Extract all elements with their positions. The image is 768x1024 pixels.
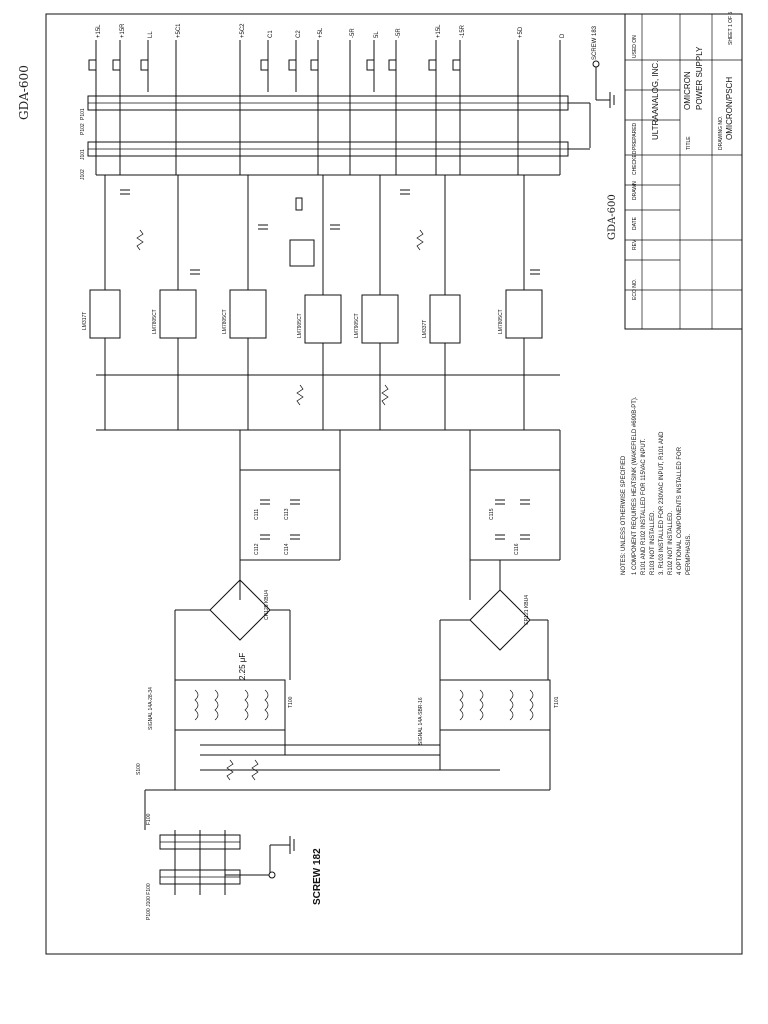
svg-text:GDA-600: GDA-600 <box>17 65 31 120</box>
company-name: ULTRAANALOG, INC. <box>651 61 660 140</box>
bridge-rectifier-2 <box>440 560 548 651</box>
p-label-4: J102 <box>80 169 86 180</box>
note-1: 1 COMPONENT REQUIRES HEATSINK (WAKEFIELD… <box>632 396 638 575</box>
regulator-4-label: LM7905CT <box>297 313 303 338</box>
switch-fuse: S100 F100 <box>136 759 259 825</box>
output-label-9: -5R <box>350 28 356 38</box>
drawing-number: OMICRON/PSCH <box>725 77 734 140</box>
regulator-6 <box>429 294 461 344</box>
regulator-5-label: LM7905CT <box>354 313 360 338</box>
sheet-number: SHEET 1 OF 5 <box>728 12 734 45</box>
model-handwritten: GDA-600 <box>607 194 618 240</box>
output-label-10: 5L <box>374 31 380 38</box>
transformer-1-label: T100 <box>288 696 294 708</box>
cap-label-3: C113 <box>284 508 290 520</box>
output-terminals: +15L +15R LL +5C1 +5C2 C1 C2 +5L -5R 5L … <box>88 23 598 92</box>
regulator-7-label: LM7805CT <box>498 309 504 334</box>
side-model-label: GDA-600 <box>17 65 31 120</box>
bridge-2-label: CR121 KBU4 <box>524 595 530 625</box>
cap-value-label: 2.25 μF <box>238 653 247 680</box>
cap-label-2: C112 <box>254 543 260 555</box>
note-6: 4 OPTIONAL COMPONENTS INSTALLED FOR <box>677 446 683 575</box>
prepared-label: PREPARED <box>632 122 638 150</box>
output-label-12: +15L <box>436 24 442 38</box>
filter-caps: C111 C112 C113 C114 C115 C116 <box>239 430 561 600</box>
title-label: TITLE <box>686 136 692 150</box>
note-3: R103 NOT INSTALLED. <box>650 511 656 575</box>
screw-top-label: SCREW 183 <box>592 25 598 60</box>
output-label-3: LL <box>148 31 154 38</box>
output-label-7: C2 <box>296 30 302 38</box>
cap-label-4: C114 <box>284 543 290 555</box>
ground-symbol-top <box>592 60 615 108</box>
output-label-1: +15L <box>96 24 102 38</box>
note-4: 3. R103 INSTALLED FOR 230VAC INPUT, R101… <box>659 431 665 575</box>
p-label-3: P102 <box>80 123 86 135</box>
p-label-1: P101 <box>80 108 86 120</box>
notes-block: NOTES: UNLESS OTHERWISE SPECIFIED 1 COMP… <box>621 396 692 575</box>
notes-heading: NOTES: UNLESS OTHERWISE SPECIFIED <box>621 455 627 575</box>
power-connector: P100 J100 F100 <box>146 830 271 920</box>
main-bus <box>568 102 591 150</box>
usedon-label: USED ON <box>632 35 638 58</box>
transformer-2: SIGNAL 14A-SBR-16 T101 <box>418 679 560 745</box>
rev-label: REV <box>632 239 638 250</box>
regulator-1-label: LM317T <box>82 312 88 330</box>
regulator-6-label: LM337T <box>422 320 428 338</box>
drawing-title: POWER SUPPLY <box>695 46 704 110</box>
cap-label-1: C111 <box>254 509 260 520</box>
switch-label: S100 <box>136 763 142 775</box>
regulator-2-label: LM7805CT <box>152 309 158 334</box>
title-block: ECO NO. REV DATE DRAWN CHECKED PREPARED … <box>607 12 743 330</box>
trim-pot <box>289 239 315 267</box>
note-5: R102 NOT INSTALLED. <box>668 511 674 575</box>
date-label: DATE <box>632 216 638 230</box>
primary-wiring <box>144 610 551 830</box>
regulator-7 <box>505 289 543 339</box>
signal-label-2: SIGNAL 14A-SBR-16 <box>418 697 424 745</box>
regulator-2 <box>159 289 197 339</box>
regulator-section: LM317T LM7805CT LM7805CT LM7905CT LM7905… <box>82 174 560 431</box>
output-label-13: -15R <box>460 24 466 38</box>
transformer-1: SIGNAL 14A-28-34 T100 <box>148 679 294 731</box>
p-label-2: J101 <box>80 149 86 160</box>
drawn-label: DRAWN <box>632 181 638 200</box>
screw-bottom-label: SCREW 182 <box>312 848 323 905</box>
bridge-1-label: CR125 KBU4 <box>264 590 270 620</box>
ground-symbol-bottom <box>268 836 295 879</box>
regulator-4 <box>304 294 342 344</box>
output-label-6: C1 <box>268 30 274 38</box>
transformer-2-label: T101 <box>554 696 560 708</box>
checked-label: CHECKED <box>632 150 638 175</box>
regulator-3-label: LM7805CT <box>222 309 228 334</box>
output-label-8: +5L <box>318 27 324 38</box>
signal-label-1: SIGNAL 14A-28-34 <box>148 687 154 730</box>
note-7: PERMPHASIS. <box>686 534 692 575</box>
regulator-1 <box>89 289 121 339</box>
product-name: OMICRON <box>683 71 692 110</box>
output-label-5: +5C2 <box>240 23 246 38</box>
drawing-no-label: DRAWING NO. <box>718 116 724 150</box>
output-label-15: D <box>560 33 566 38</box>
cap-label-5: C115 <box>489 508 495 520</box>
output-label-4: +5C1 <box>176 23 182 38</box>
regulator-5 <box>361 294 399 344</box>
bridge-rectifier-1 <box>175 560 290 641</box>
output-label-14: +5D <box>518 26 524 38</box>
eco-label: ECO NO. <box>632 279 638 300</box>
output-label-2: +15R <box>120 23 126 38</box>
note-2: R101 AND R102 INSTALLED FOR 115VAC INPUT… <box>641 438 647 575</box>
output-label-11: -5R <box>396 28 402 38</box>
cap-label-6: C116 <box>514 543 520 555</box>
fuse-label: F100 <box>146 813 152 825</box>
connector-label: P100 J100 F100 <box>146 883 152 920</box>
regulator-3 <box>229 289 267 339</box>
